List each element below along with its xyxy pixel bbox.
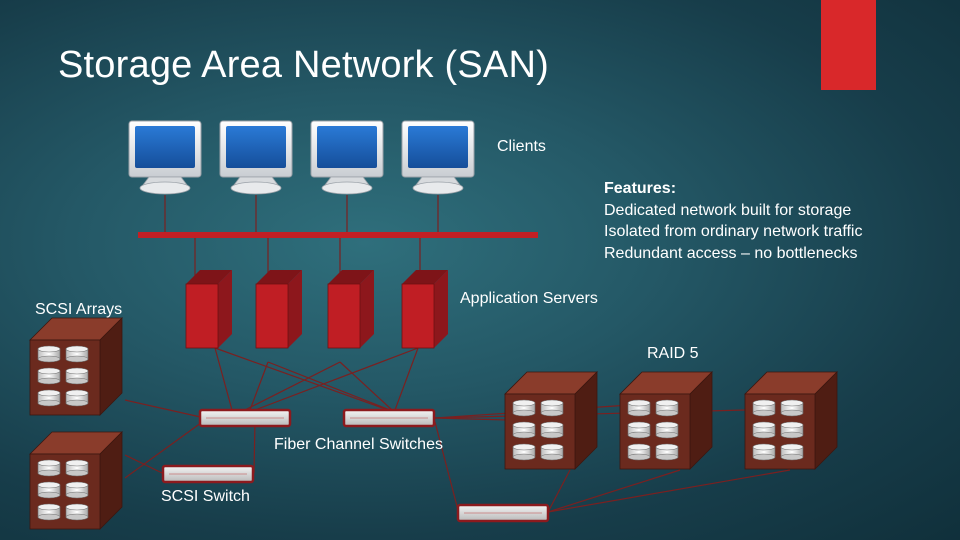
scsi-array-1 bbox=[30, 318, 122, 415]
client-monitor-3 bbox=[310, 120, 384, 195]
server-3 bbox=[327, 269, 375, 349]
server-1 bbox=[185, 269, 233, 349]
application-servers bbox=[185, 269, 449, 349]
server-4 bbox=[401, 269, 449, 349]
client-monitor-2 bbox=[219, 120, 293, 195]
label-scsi-arrays: SCSI Arrays bbox=[35, 301, 123, 318]
accent-bar bbox=[821, 0, 876, 90]
scsi-array-2 bbox=[30, 432, 122, 529]
client-monitors bbox=[128, 120, 475, 195]
raid-array-3 bbox=[745, 372, 837, 469]
feature-item: Dedicated network built for storage bbox=[604, 201, 852, 219]
raid-array-2 bbox=[620, 372, 712, 469]
label-scsi-switch: SCSI Switch bbox=[161, 488, 250, 505]
label-application-servers: Application Servers bbox=[460, 290, 598, 307]
label-clients: Clients bbox=[497, 138, 546, 155]
network-bus bbox=[138, 232, 538, 238]
storage-switch bbox=[456, 503, 550, 523]
raid-arrays bbox=[505, 372, 837, 469]
slide-title: Storage Area Network (SAN) bbox=[58, 44, 549, 86]
fiber-switch-1 bbox=[198, 408, 292, 428]
scsi-switch bbox=[161, 464, 255, 484]
client-monitor-1 bbox=[128, 120, 202, 195]
features-heading: Features: bbox=[604, 180, 677, 197]
label-raid: RAID 5 bbox=[647, 345, 699, 362]
client-monitor-4 bbox=[401, 120, 475, 195]
raid-array-1 bbox=[505, 372, 597, 469]
features-box: Features: Dedicated network built for st… bbox=[604, 178, 862, 264]
fiber-switch-2 bbox=[342, 408, 436, 428]
server-2 bbox=[255, 269, 303, 349]
label-fiber-channel-switches: Fiber Channel Switches bbox=[274, 436, 443, 453]
scsi-arrays bbox=[30, 318, 122, 529]
feature-item: Isolated from ordinary network traffic bbox=[604, 223, 863, 240]
feature-item: Redundant access – no bottlenecks bbox=[604, 244, 858, 262]
